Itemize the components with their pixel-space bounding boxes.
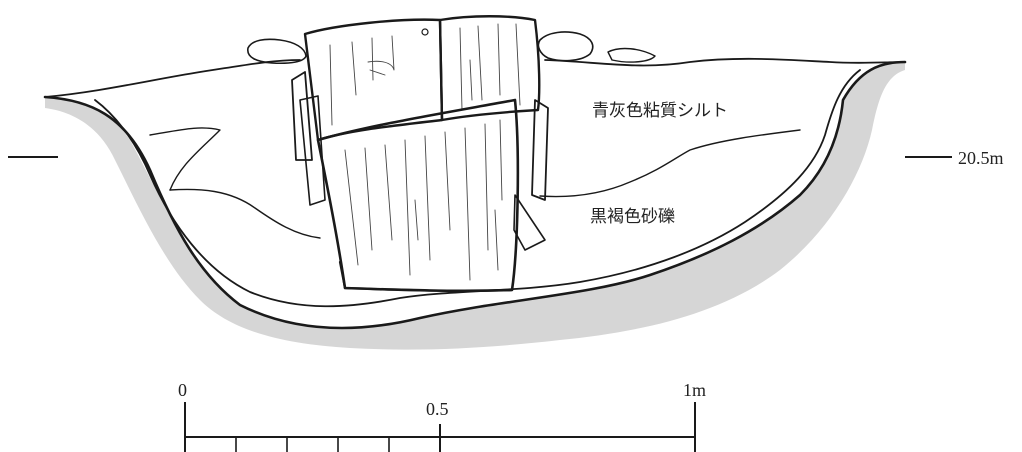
silt-layer-line-2: [169, 188, 321, 239]
scale-label-mid: 0.5: [426, 399, 449, 419]
scale-label-start: 0: [178, 380, 187, 400]
plank-peg-hole: [421, 28, 429, 36]
scale-bar: 0 0.5 1m: [178, 380, 706, 452]
lower-layer-label: 黒褐色砂礫: [590, 207, 675, 227]
side-board-right: [531, 99, 549, 201]
side-board-left: [291, 71, 313, 161]
plank-back-grain: [329, 23, 521, 126]
stone-right-small: [607, 47, 656, 63]
level-label: 20.5m: [958, 148, 1004, 168]
stone-left: [247, 38, 307, 65]
plank-front: [316, 98, 520, 293]
scale-label-end: 1m: [683, 380, 706, 400]
gravel-layer-boundary: [539, 129, 801, 198]
plank-front-grain: [344, 119, 503, 281]
silt-layer-line-1: [149, 127, 221, 191]
side-board-left-2: [299, 95, 326, 206]
plank-back-right: [438, 15, 541, 122]
upper-layer-label: 青灰色粘質シルト: [592, 101, 728, 121]
pit-lining-gray-band: [45, 62, 905, 350]
ground-surface-line: [44, 57, 906, 98]
plank-front-wedge: [513, 194, 546, 251]
pit-fill-white: [45, 62, 905, 307]
stone-right: [537, 31, 594, 62]
plank-front-bottom: [338, 260, 514, 292]
